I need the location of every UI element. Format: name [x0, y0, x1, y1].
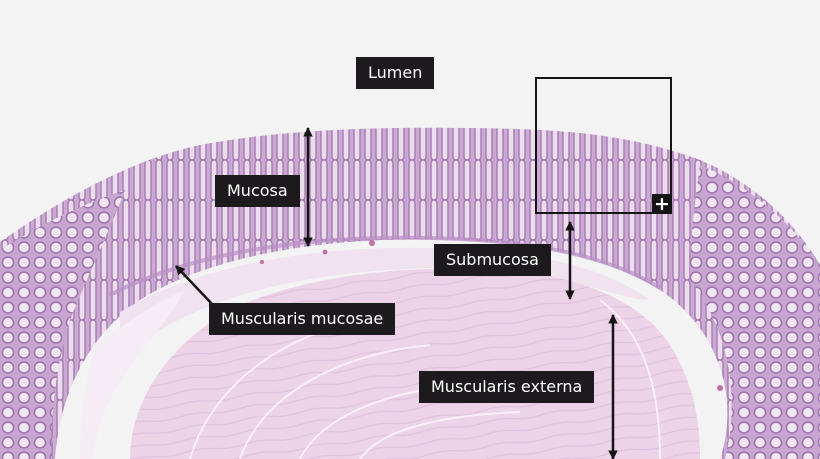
label-mucosa: Mucosa — [215, 175, 300, 207]
zoom-region[interactable]: + — [535, 77, 672, 214]
label-muscularis-mucosae: Muscularis mucosae — [209, 303, 396, 335]
label-muscularis-externa: Muscularis externa — [419, 371, 595, 403]
label-submucosa: Submucosa — [434, 244, 551, 276]
label-lumen: Lumen — [356, 57, 435, 89]
plus-icon[interactable]: + — [652, 194, 672, 214]
